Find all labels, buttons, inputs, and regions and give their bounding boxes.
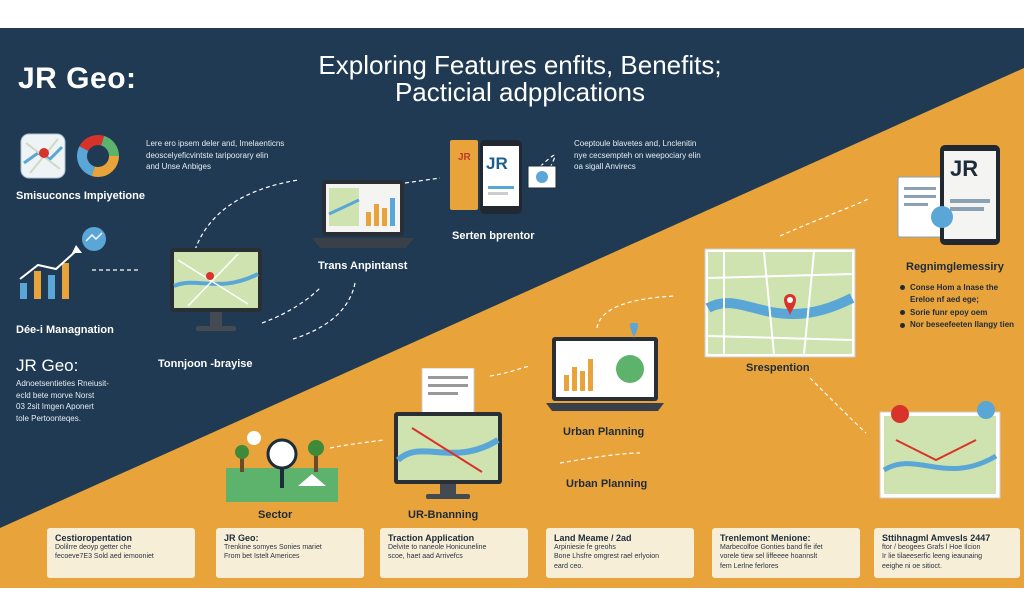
laptop-analytics-icon [546, 322, 664, 420]
phone-brand-small: JR [458, 152, 471, 163]
info-card-2: JR Geo: Trenkine somyes Sonies mariet Fr… [216, 528, 364, 578]
section-text: Adnoetsentieties Rneiusit- ecld bete mor… [16, 379, 109, 423]
bullet-dot [900, 322, 905, 328]
map-label: Srespention [746, 362, 810, 374]
map2-label: UR-Bnanning [408, 509, 479, 521]
icon-block-text: Lere ero ipsem deler and, Imelaenticns d… [146, 139, 285, 172]
growth-bar-chart-icon [16, 223, 110, 310]
infographic-poster: JR Geo: Exploring Features enfits, Benef… [0, 28, 1024, 588]
laptop2-label: Urban Planning [563, 426, 645, 438]
bullet-dot [900, 310, 905, 316]
info-card-4: Land Meame / 2ad Arpiniesie fe greohs Bo… [546, 528, 694, 578]
page-title: Exploring Features enfits, Benefits; Pac… [250, 50, 790, 108]
tablet-label: Regnimglemessiry [906, 261, 1004, 273]
phone-label: Serten bprentor [452, 230, 535, 242]
background-diagonal [0, 28, 1024, 588]
monitor-label: Tonnjoon -brayise [158, 358, 253, 370]
info-card-5: Trenlemont Menione: Marbecolfoe Gonties … [712, 528, 860, 578]
laptop-label: Trans Anpintanst [318, 260, 408, 272]
phone-app-icon [448, 136, 558, 227]
tablet-brand: JR [950, 156, 979, 181]
route-map-icon [876, 400, 1004, 507]
brand-title: JR Geo: [18, 62, 137, 95]
bullet-dot [900, 285, 905, 291]
dashed-connectors [92, 154, 871, 464]
map-app-icon [20, 133, 66, 184]
phone-text: Coeptoule blavetes and, Lnclenitin nye c… [574, 139, 701, 172]
village-landscape-icon [224, 428, 340, 509]
village-label: Sector [258, 509, 293, 521]
desktop-monitor-map-icon [168, 246, 264, 345]
tablet-bullets: Conse Hom a lnase the Ereloe nf aed ege;… [900, 282, 1014, 332]
laptop-charts-icon [310, 178, 416, 259]
section-title: JR Geo: [16, 356, 79, 375]
icon-block-label: Smisuconcs Impiyetione [16, 190, 145, 202]
info-card-3: Traction Application Delvite to naneole … [380, 528, 528, 578]
page-title-line1: Exploring Features enfits, Benefits; [318, 50, 722, 80]
page-title-line2: Pacticial adpplcations [394, 77, 646, 108]
info-card-6: Sttihnagml Amvesls 2447 ftor / beogees G… [874, 528, 1020, 578]
city-map-icon [704, 248, 856, 363]
phone-brand: JR [486, 154, 508, 173]
donut-chart-icon [75, 133, 121, 184]
tablet-document-icon [896, 143, 1002, 252]
urban-planning-label: Urban Planning [566, 478, 648, 490]
chart-label: Dée-i Managnation [16, 324, 114, 336]
info-card-1: Cestioropentation Dolilrre deoyp getter … [47, 528, 195, 578]
monitor-route-map-icon [392, 367, 504, 513]
